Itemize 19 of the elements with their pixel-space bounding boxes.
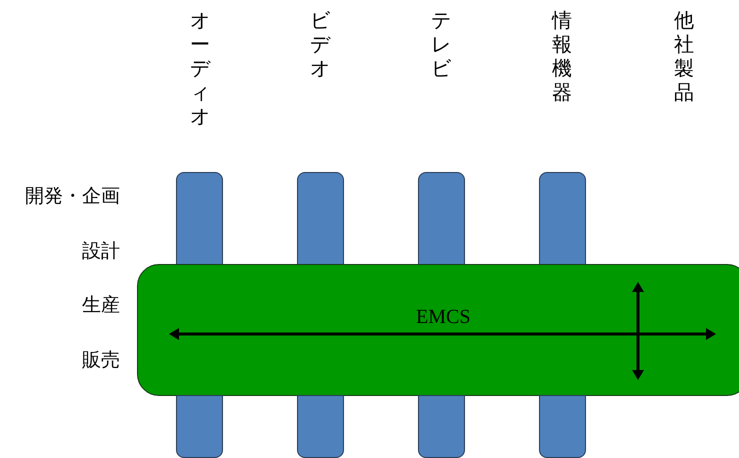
band-label: EMCS — [416, 306, 470, 328]
column-bar — [418, 172, 465, 265]
row-heading: 生産 — [82, 294, 120, 316]
row-heading: 販売 — [82, 349, 120, 371]
row-heading: 設計 — [82, 240, 120, 262]
column-heading: テレビ — [430, 8, 452, 80]
column-bar — [297, 172, 344, 265]
column-heading: 他社製品 — [673, 8, 695, 104]
column-bar — [297, 395, 344, 458]
row-heading: 開発・企画 — [25, 185, 120, 207]
column-heading: オーディオ — [189, 8, 211, 128]
system-band — [137, 264, 739, 396]
column-bar — [176, 172, 223, 265]
column-bar — [539, 395, 586, 458]
column-heading: ビデオ — [309, 8, 331, 80]
column-bar — [418, 395, 465, 458]
column-bar — [539, 172, 586, 265]
column-heading: 情報機器 — [551, 8, 573, 104]
column-bar — [176, 395, 223, 458]
